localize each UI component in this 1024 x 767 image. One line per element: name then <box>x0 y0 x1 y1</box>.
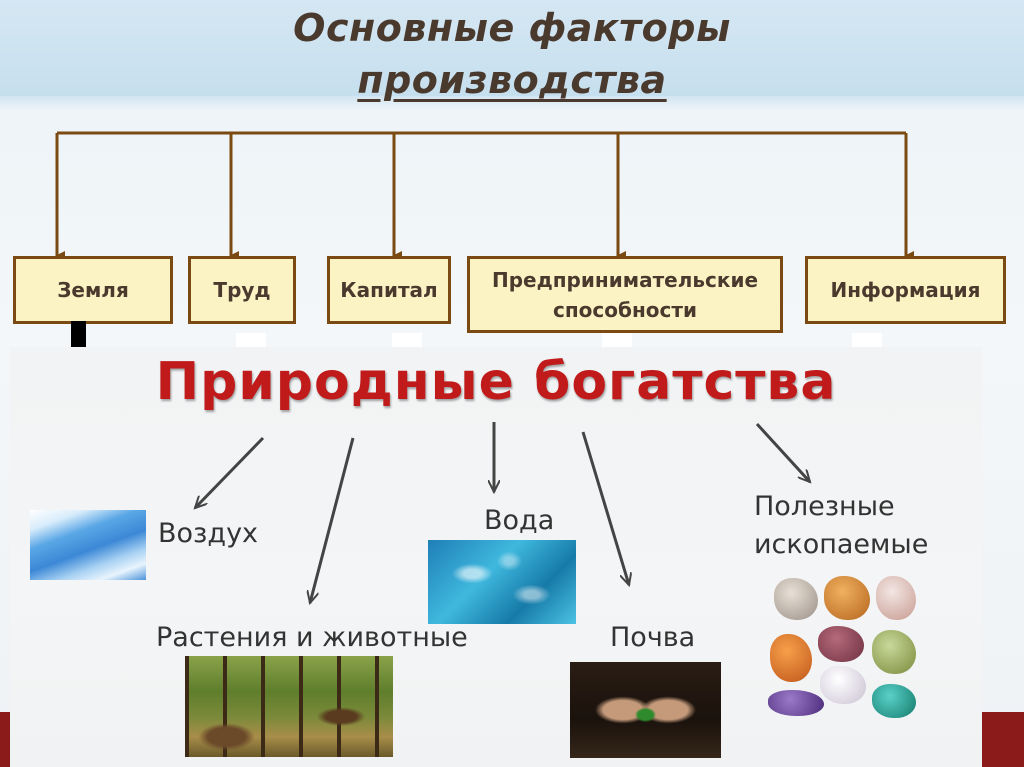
arrow-to-minerals <box>755 422 810 482</box>
slide-edge-red-right <box>982 712 1024 767</box>
slide-edge-red-left <box>0 712 10 767</box>
water-photo <box>428 540 576 624</box>
resource-label-minerals: Полезные ископаемые <box>754 491 929 560</box>
arrow-to-plants-animals <box>310 437 355 603</box>
white-patch <box>602 333 632 351</box>
soil-photo <box>570 662 721 758</box>
factor-label-labor: Труд <box>213 278 271 302</box>
natural-resources-title: Природные богатства <box>155 352 837 412</box>
white-patch <box>392 333 422 351</box>
main-title-line1: Основные факторы <box>293 6 731 50</box>
minerals-photo <box>768 574 920 720</box>
factor-box-labor: Труд <box>188 256 296 324</box>
forest-photo <box>185 656 393 757</box>
factor-box-entrepreneurship: Предпринимательские способности <box>467 256 783 333</box>
white-patch <box>236 333 266 351</box>
resource-label-plants-animals: Растения и животные <box>156 622 468 653</box>
factor-box-information: Информация <box>805 256 1006 324</box>
resource-label-water: Вода <box>484 505 555 536</box>
factor-box-land: Земля <box>13 256 173 324</box>
factor-label-land: Земля <box>57 278 129 302</box>
factor-connector-lines <box>55 131 914 261</box>
arrow-to-soil <box>581 431 629 585</box>
title-band <box>0 0 1024 96</box>
resource-label-soil: Почва <box>610 622 696 653</box>
arrow-to-air <box>195 436 265 508</box>
sky-photo <box>30 510 146 580</box>
factor-label-information: Информация <box>830 278 981 302</box>
black-mark <box>71 321 86 353</box>
factor-box-capital: Капитал <box>327 256 451 324</box>
factor-label-capital: Капитал <box>340 278 438 302</box>
resource-label-air: Воздух <box>158 518 259 549</box>
white-patch <box>852 333 882 351</box>
main-title-line2: производства <box>357 58 667 102</box>
factor-label-entrepreneurship: Предпринимательские способности <box>491 267 759 322</box>
